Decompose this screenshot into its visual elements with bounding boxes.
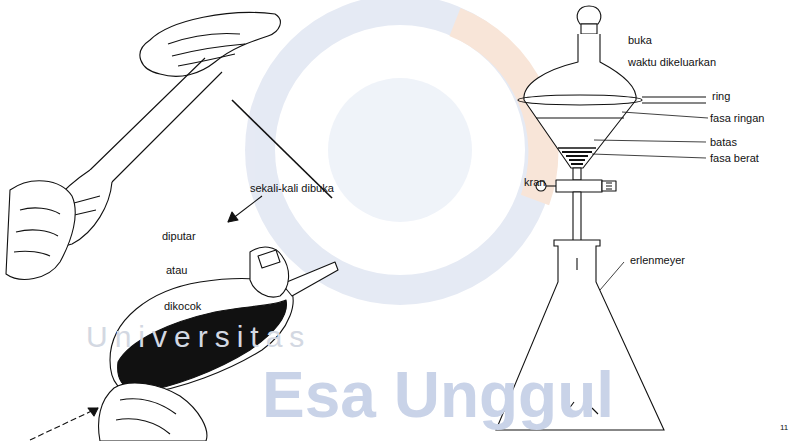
upper-hand [140, 12, 280, 76]
ring-clamp [518, 95, 642, 105]
watermark-text: Universitas [86, 320, 311, 353]
liquid-surface [536, 117, 624, 118]
leader-line [594, 140, 706, 142]
stopper-plug [581, 24, 597, 34]
leader-line [600, 262, 624, 290]
holding-hand [99, 383, 207, 441]
part-label: fasa berat [710, 152, 759, 164]
stem-tip [576, 258, 577, 270]
pointer-line [30, 408, 98, 440]
logo-core [328, 78, 472, 222]
thumb [250, 247, 289, 297]
page-number: 11 [780, 424, 788, 433]
stopcock-handle [546, 185, 556, 186]
leader-line [592, 154, 706, 158]
stopper [577, 6, 601, 24]
part-label: batas [710, 136, 737, 148]
part-label: waktu dikeluarkan [628, 56, 716, 68]
part-label: ring [712, 90, 730, 102]
part-label: atau [166, 264, 187, 276]
logo-arc [455, 22, 543, 200]
arrow-head [88, 408, 98, 416]
part-label: sekali-kali dibuka [250, 182, 334, 194]
part-label: buka [628, 34, 652, 46]
leader-line [622, 112, 708, 118]
funnel-neck [90, 58, 222, 182]
part-label: kran [524, 176, 545, 188]
finger-lines [116, 399, 176, 434]
arrow-head [228, 212, 238, 222]
part-label: erlenmeyer [630, 254, 685, 266]
part-label: diputar [162, 230, 196, 242]
finger-lines [14, 208, 60, 256]
funnel-body [524, 34, 636, 168]
part-label: fasa ringan [710, 112, 764, 124]
nut-thread [606, 183, 612, 189]
watermark-text: Esa Unggul [262, 360, 614, 430]
leader-lines [592, 112, 708, 290]
stopcock-nut [602, 181, 616, 191]
watermark-logo [260, 10, 543, 290]
separatory-funnel [518, 6, 706, 258]
shaking-hands [6, 12, 332, 279]
finger-lines [168, 33, 245, 66]
pointer-line [228, 196, 262, 222]
stopcock-barrel [556, 180, 602, 192]
stopcock [258, 250, 280, 268]
funnel-stem [282, 262, 338, 296]
heavy-phase [562, 152, 592, 164]
ring-rod [642, 97, 706, 103]
lower-hand [6, 181, 75, 280]
part-label: dikocok [164, 300, 201, 312]
phase-boundary [558, 147, 596, 149]
stem [573, 168, 581, 180]
